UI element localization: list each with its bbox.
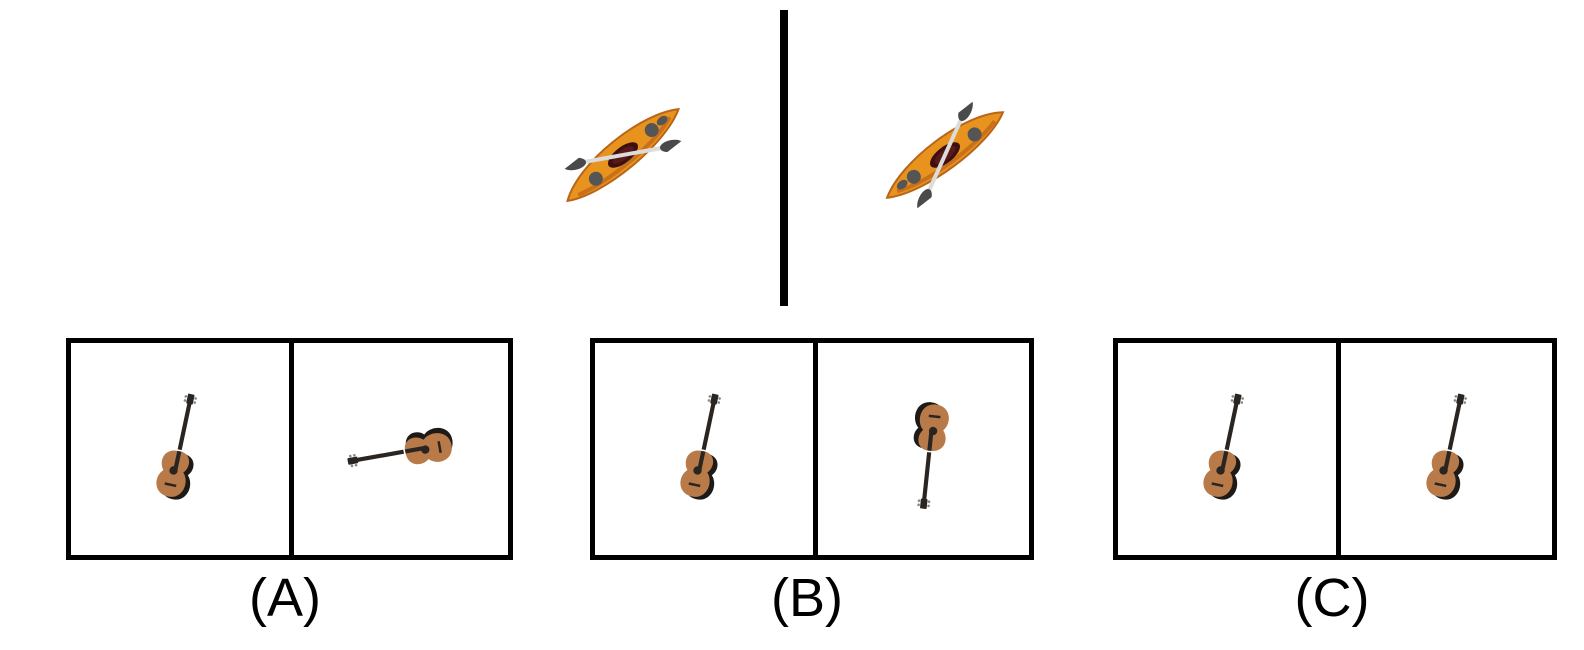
option-a-panel[interactable] xyxy=(66,338,513,560)
option-a-left-cell xyxy=(71,343,289,555)
option-c-panel[interactable] xyxy=(1113,338,1557,560)
kayak-icon xyxy=(548,89,698,221)
guitar-icon xyxy=(905,400,951,511)
option-a-right-cell xyxy=(294,343,508,555)
guitar-icon xyxy=(1423,390,1479,503)
guitar-icon xyxy=(1200,390,1256,503)
option-b-left-cell xyxy=(595,343,813,555)
option-c-divider xyxy=(1336,343,1341,555)
option-b-label: (B) xyxy=(771,568,843,628)
kayak-icon xyxy=(870,89,1020,221)
top-pair xyxy=(0,0,1584,320)
option-c-label: (C) xyxy=(1294,568,1370,628)
guitar-icon xyxy=(677,390,733,503)
option-a-divider xyxy=(289,343,294,555)
option-c-right-cell xyxy=(1341,343,1552,555)
option-b-divider xyxy=(813,343,818,555)
guitar-icon xyxy=(344,425,456,478)
option-c-left-cell xyxy=(1118,343,1336,555)
option-a-label: (A) xyxy=(249,568,321,628)
option-b-right-cell xyxy=(818,343,1029,555)
guitar-icon xyxy=(153,390,209,503)
option-b-panel[interactable] xyxy=(590,338,1034,560)
mirror-line xyxy=(780,10,788,306)
